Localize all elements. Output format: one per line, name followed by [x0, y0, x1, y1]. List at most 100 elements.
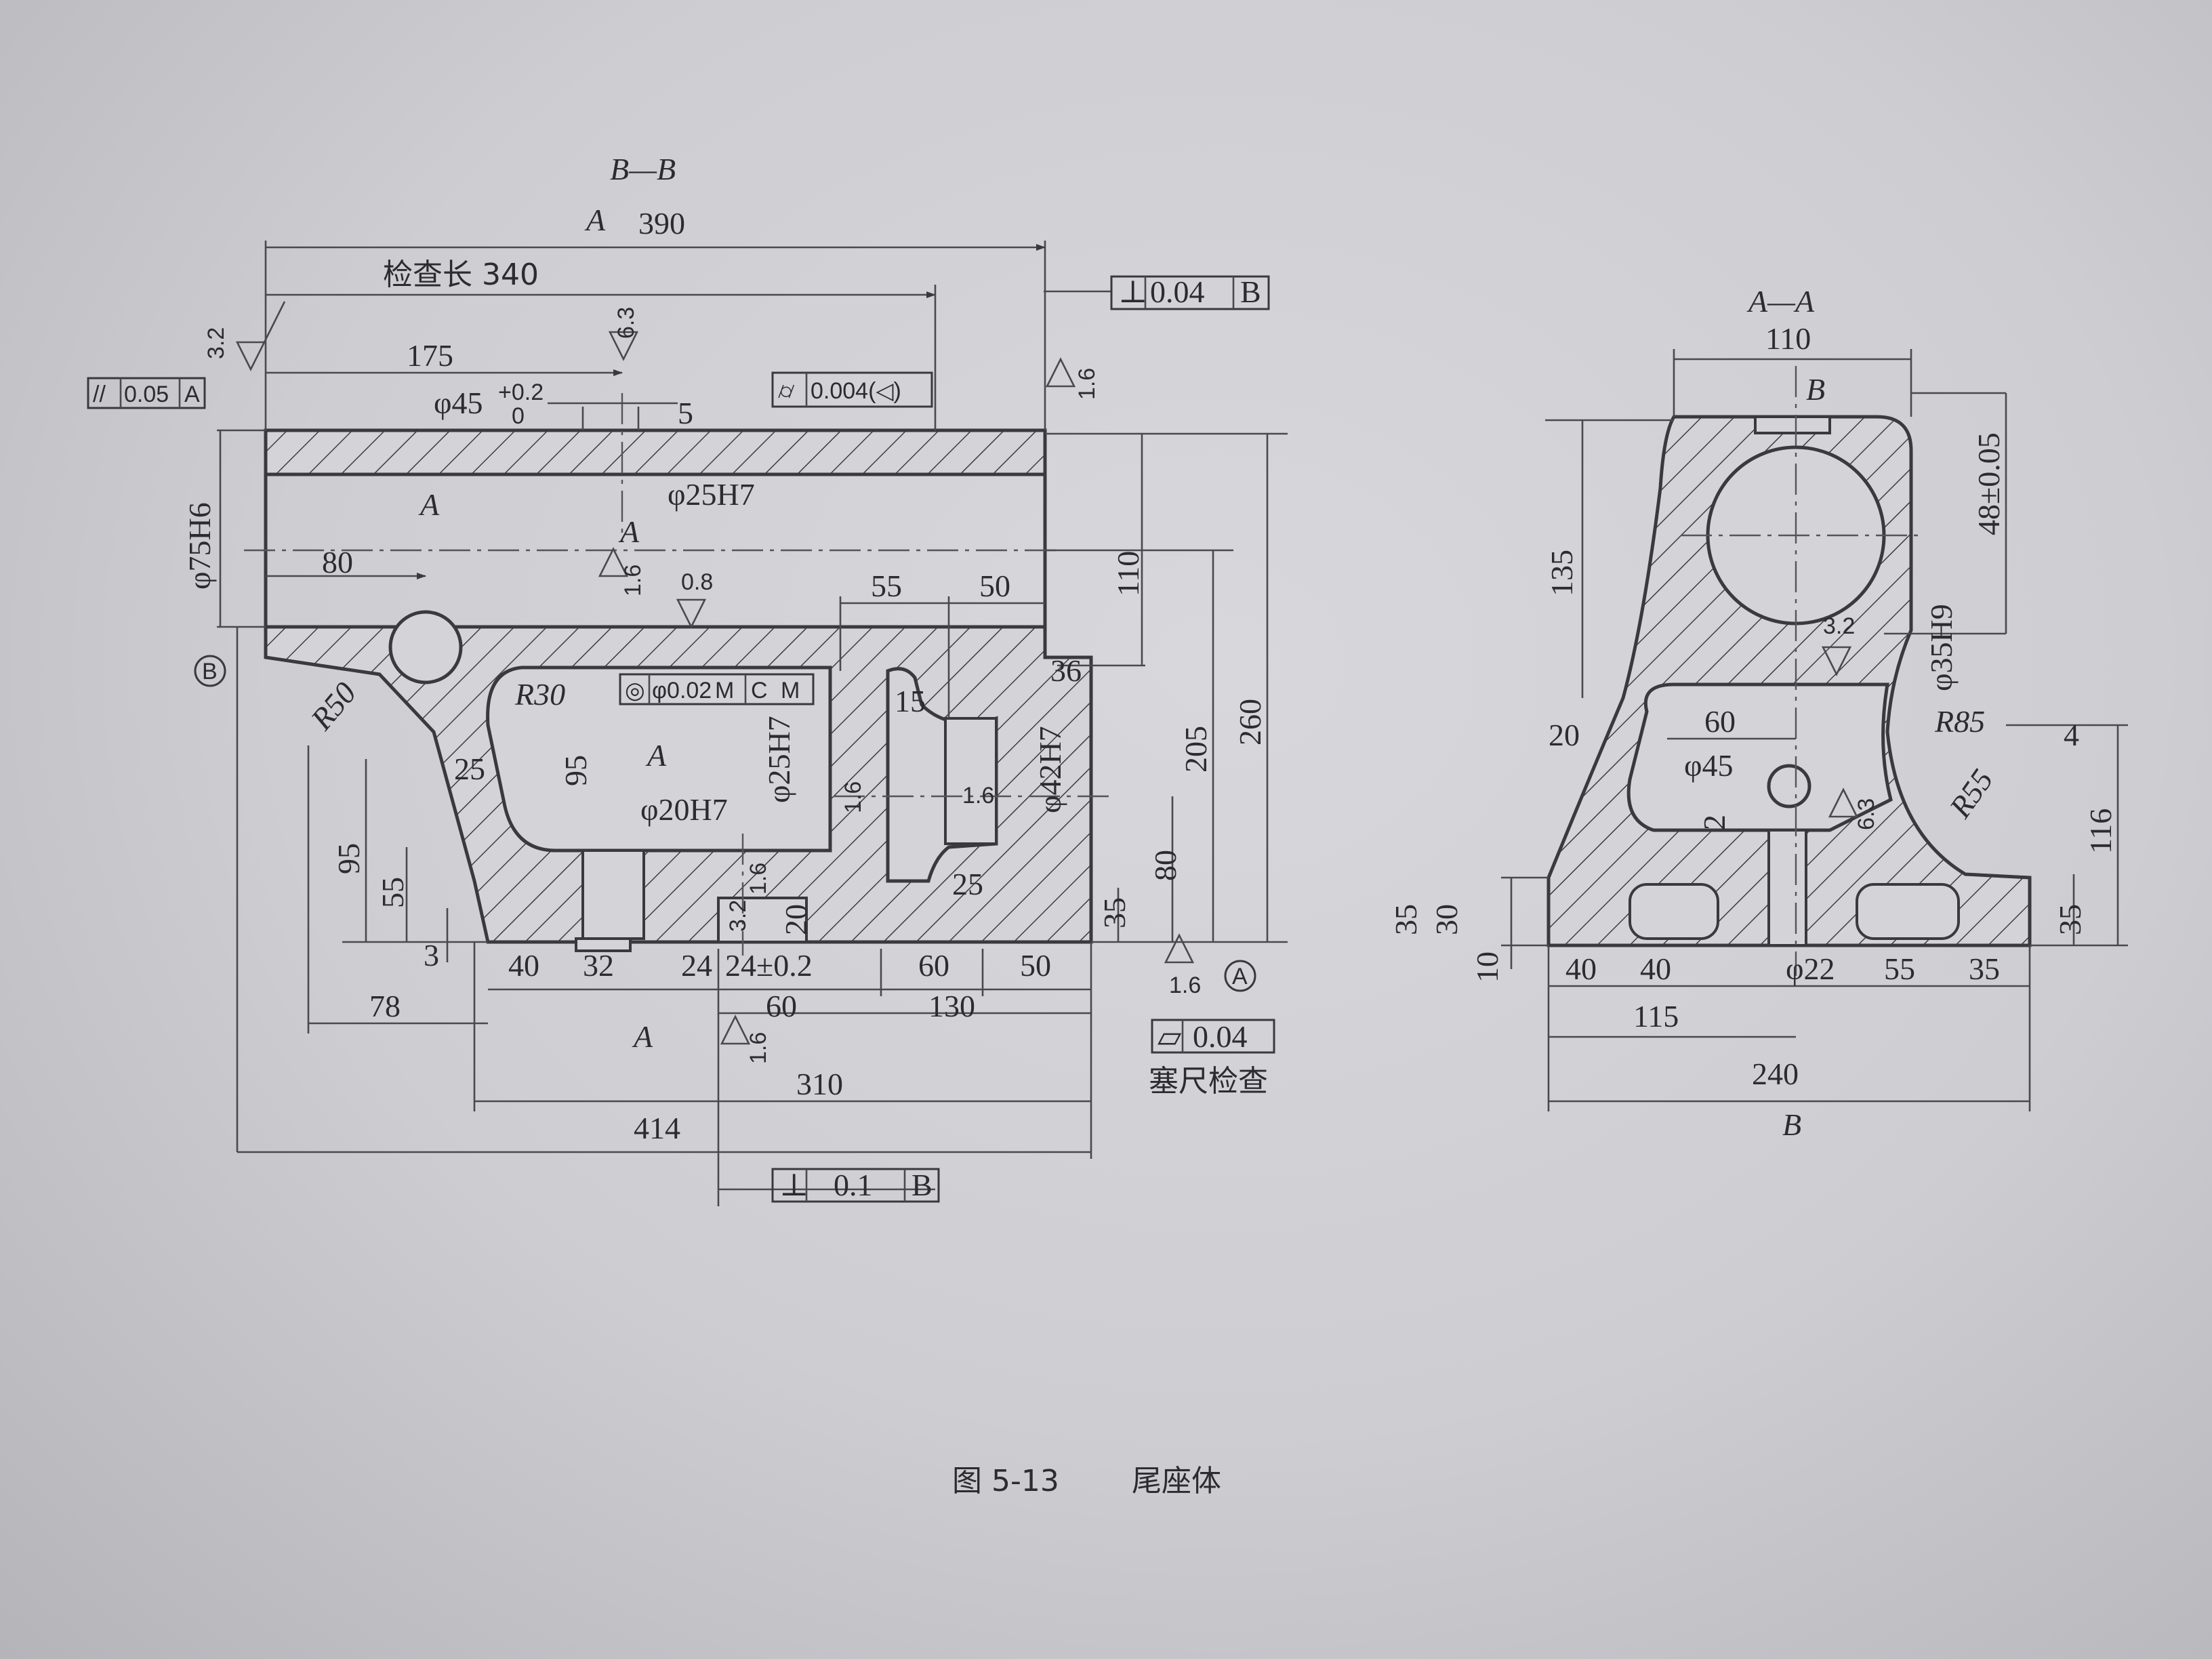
- dim-aa-35-left: 35: [1389, 904, 1423, 935]
- dim-aa-4: 4: [2064, 718, 2079, 752]
- svg-text:⌭: ⌭: [778, 378, 795, 404]
- svg-text:0.04: 0.04: [1150, 274, 1205, 309]
- svg-text:3.2: 3.2: [203, 327, 229, 359]
- svg-text:6.3: 6.3: [613, 307, 639, 339]
- section-mark-b-bottom: B: [1782, 1107, 1801, 1142]
- dim-95-left: 95: [331, 843, 366, 874]
- inner-cavity: [486, 665, 832, 853]
- dim-aa-30: 30: [1429, 904, 1464, 935]
- dim-55: 55: [871, 569, 902, 603]
- svg-text:0.1: 0.1: [834, 1168, 873, 1202]
- svg-text:1.6: 1.6: [620, 565, 646, 596]
- section-label-bb: B—B: [610, 152, 676, 186]
- dim-130: 130: [928, 989, 975, 1023]
- dim-aa-115: 115: [1633, 999, 1679, 1033]
- datum-a-circle: [1224, 960, 1256, 992]
- figure-caption: 图 5-13 尾座体: [952, 1464, 1221, 1498]
- svg-text:⏥: ⏥: [1158, 1019, 1182, 1054]
- dim-aa-r85: R85: [1934, 704, 1985, 739]
- dim-25: 25: [454, 752, 485, 786]
- svg-text:A: A: [645, 738, 667, 773]
- svg-text:1.6: 1.6: [840, 781, 866, 813]
- caption-title: 尾座体: [1132, 1464, 1221, 1498]
- dim-205: 205: [1179, 726, 1213, 773]
- dim-55-left: 55: [375, 877, 410, 908]
- cross-hole: [388, 610, 463, 684]
- dim-check-length: 检查长 340: [383, 258, 539, 292]
- dim-aa-40b: 40: [1640, 951, 1671, 986]
- svg-text:⊥: ⊥: [1118, 274, 1147, 309]
- right-section-view: A—A 110 135 48±0.05 φ35H9 20 60 φ45 2 R8…: [1389, 284, 2128, 1142]
- svg-text:1.6: 1.6: [1074, 368, 1100, 400]
- svg-text:A: A: [418, 487, 440, 522]
- tol-flatness-frame: ⏥ 0.04 塞尺检查: [1149, 1019, 1275, 1099]
- dim-aa-r55: R55: [1942, 763, 2000, 825]
- dim-414: 414: [634, 1111, 680, 1145]
- dim-50: 50: [979, 569, 1010, 603]
- dim-aa-phi35h9: φ35H9: [1924, 604, 1959, 691]
- dim-24-tol: 24±0.2: [725, 948, 813, 983]
- svg-text:0.8: 0.8: [681, 569, 713, 595]
- datum-b-circle: [194, 655, 226, 687]
- top-wall: [264, 428, 1047, 476]
- dim-r50: R50: [304, 676, 363, 737]
- dim-15: 15: [895, 684, 926, 718]
- dim-aa-10: 10: [1470, 951, 1504, 983]
- dim-aa-35-right: 35: [2053, 904, 2087, 935]
- svg-text:1.6: 1.6: [1169, 972, 1201, 998]
- dim-3: 3: [424, 938, 439, 972]
- svg-text:M: M: [715, 678, 734, 703]
- dim-aa-110: 110: [1765, 321, 1811, 356]
- svg-text:B: B: [912, 1168, 933, 1202]
- dim-95: 95: [558, 755, 593, 786]
- dim-phi25h7-vertical: φ25H7: [762, 716, 796, 803]
- svg-text:A: A: [632, 1019, 653, 1054]
- svg-text:φ0.02: φ0.02: [652, 678, 712, 703]
- dim-aa-48: 48±0.05: [1971, 432, 2006, 535]
- aa-small-hole: [1767, 764, 1811, 808]
- section-label-aa: A—A: [1746, 284, 1815, 319]
- tol-position-frame: ◎ φ0.02 M C M: [619, 673, 815, 705]
- svg-text:3.2: 3.2: [1823, 613, 1855, 639]
- dim-5: 5: [678, 396, 693, 430]
- svg-text:1.6: 1.6: [962, 783, 994, 808]
- dim-phi75h6: φ75H6: [182, 502, 217, 590]
- dim-phi25h7: φ25H7: [668, 477, 755, 512]
- svg-text:塞尺检查: 塞尺检查: [1149, 1064, 1268, 1099]
- dim-aa-20: 20: [1549, 718, 1580, 752]
- svg-text://: //: [93, 382, 106, 407]
- dim-aa-240: 240: [1752, 1057, 1799, 1091]
- dim-50-bottom: 50: [1020, 948, 1051, 983]
- caption-number: 图 5-13: [952, 1464, 1059, 1498]
- dim-phi20h7: φ20H7: [640, 792, 728, 827]
- dim-aa-phi45: φ45: [1684, 748, 1734, 783]
- svg-text:0.05: 0.05: [124, 382, 169, 407]
- dim-32: 32: [583, 948, 614, 983]
- aa-inner-cavity: [1626, 682, 1893, 832]
- tol-cylindricity-frame: ⌭ 0.004(◁): [771, 371, 933, 408]
- svg-text:1.6: 1.6: [745, 1032, 771, 1064]
- dim-aa-40a: 40: [1565, 951, 1597, 986]
- svg-text:A: A: [618, 514, 640, 549]
- left-section-view: // 0.05 A ⊥ 0.04 B ⌭ 0.004(◁) ◎ φ0.02 M …: [87, 152, 1288, 1206]
- dim-aa-55: 55: [1884, 951, 1915, 986]
- section-arrow-a: A: [584, 203, 606, 237]
- tol-perp-bottom-frame: ⊥ 0.1 B: [771, 1168, 940, 1203]
- dim-78: 78: [369, 989, 401, 1023]
- dim-80-vertical: 80: [1148, 850, 1183, 881]
- dim-aa-35-bottom: 35: [1969, 951, 2000, 986]
- dim-60: 60: [766, 989, 797, 1023]
- dim-20: 20: [779, 904, 813, 935]
- svg-text:⊥: ⊥: [779, 1168, 808, 1202]
- dim-35-vertical: 35: [1097, 897, 1132, 928]
- dim-aa-2: 2: [1697, 815, 1732, 830]
- dim-25-slot: 25: [952, 867, 983, 901]
- dim-aa-60: 60: [1704, 704, 1736, 739]
- svg-text:6.3: 6.3: [1853, 798, 1879, 830]
- svg-text:1.6: 1.6: [745, 863, 771, 895]
- dim-phi42h7: φ42H7: [1033, 726, 1067, 813]
- dim-aa-phi22: φ22: [1786, 951, 1835, 986]
- dim-310: 310: [796, 1067, 843, 1101]
- svg-text:0.004(◁): 0.004(◁): [811, 378, 901, 404]
- datum-a: A: [1232, 964, 1248, 989]
